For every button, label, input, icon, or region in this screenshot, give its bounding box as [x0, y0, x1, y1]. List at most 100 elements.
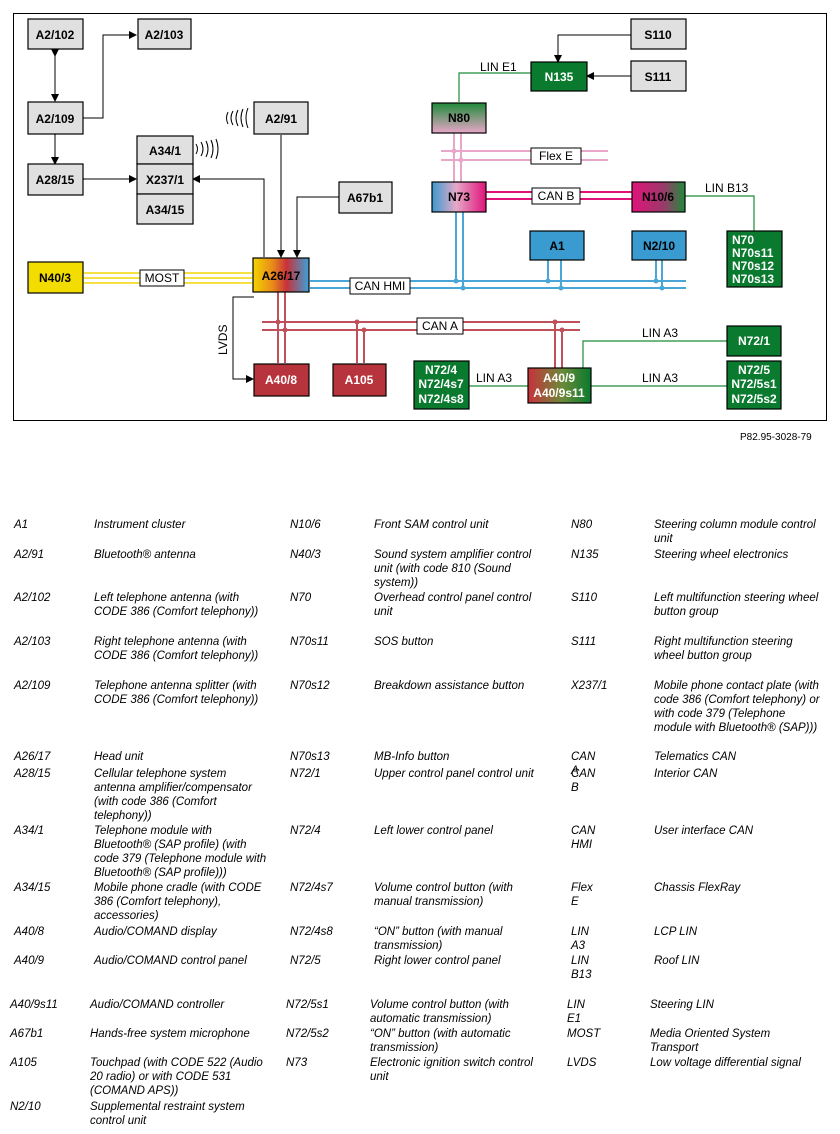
- node-n72-4: [413, 360, 470, 410]
- node-label: A34/15: [146, 203, 185, 217]
- legend-description: “ON” button (with automatic transmission…: [370, 1028, 511, 1054]
- legend-description: Mobile phone contact plate (with code 38…: [654, 680, 820, 734]
- legend-code: N70s11: [290, 636, 329, 648]
- legend-description: Sound system amplifier control unit (wit…: [374, 549, 532, 589]
- legend-description: Interior CAN: [654, 768, 718, 780]
- node-label: N72/5: [738, 363, 770, 377]
- node-label: N72/4s7: [418, 377, 464, 391]
- bus-label-can-hmi: CAN HMI: [355, 279, 406, 293]
- node-label: A40/9s11: [533, 386, 585, 400]
- legend-code: CAN B: [571, 768, 596, 794]
- legend-code: A26/17: [14, 751, 51, 763]
- legend-code: N10/6: [290, 519, 321, 531]
- legend-code: N73: [286, 1057, 308, 1069]
- legend-code: MOST: [567, 1028, 601, 1040]
- legend-description: Head unit: [94, 751, 144, 763]
- node-label: A34/1: [149, 144, 181, 158]
- network-diagram: A2/102 A2/103 A2/109 A2/91 A34/1 X237/1 …: [13, 13, 827, 421]
- node-label: A1: [549, 239, 565, 253]
- node-label: N80: [448, 111, 470, 125]
- legend-description: User interface CAN: [654, 825, 754, 837]
- node-label: A40/9: [543, 371, 575, 385]
- legend-description: Left multifunction steering wheel button…: [654, 592, 819, 618]
- legend-code: LIN A3: [571, 926, 589, 952]
- legend-description: Volume control button (with manual trans…: [374, 882, 513, 908]
- legend-description: MB-Info button: [374, 751, 450, 763]
- bus-lin-a3-top: [582, 340, 727, 368]
- node-s110: [630, 18, 687, 50]
- legend-code: A2/103: [14, 636, 51, 648]
- node-label: N2/10: [643, 239, 675, 253]
- legend-code: N72/5s2: [286, 1028, 329, 1040]
- legend-description: LCP LIN: [654, 926, 698, 938]
- legend-description: Breakdown assistance button: [374, 680, 525, 692]
- legend-code: A1: [14, 519, 29, 531]
- bus-lin-b13: [685, 195, 755, 231]
- node-n2-10: [631, 230, 687, 261]
- legend-description: Right telephone antenna (with CODE 386 (…: [94, 636, 259, 662]
- bus-label-most: MOST: [145, 271, 180, 285]
- node-label: N72/4: [425, 363, 457, 377]
- legend-description: Upper control panel control unit: [374, 768, 534, 780]
- node-label: N73: [448, 190, 470, 204]
- bus-label-can-a: CAN A: [422, 319, 458, 333]
- node-a105: [332, 363, 387, 397]
- node-label: N70: [732, 233, 754, 247]
- node-label: A26/17: [262, 269, 301, 283]
- node-a40-8: [253, 363, 310, 397]
- legend-code: S110: [571, 592, 598, 604]
- node-label: N72/4s8: [418, 392, 464, 406]
- node-n72-5: [726, 360, 782, 410]
- bus-label-lin-a3: LIN A3: [642, 371, 678, 385]
- node-label: S110: [644, 28, 672, 42]
- legend-description: Front SAM control unit: [374, 519, 489, 531]
- legend-description: Supplemental restraint system control un…: [90, 1101, 245, 1127]
- node-n10-6: [631, 181, 686, 213]
- node-label: A40/8: [265, 373, 297, 387]
- legend-code: N72/4s7: [290, 882, 333, 894]
- node-n40-3: [27, 261, 84, 294]
- node-label: A105: [345, 373, 374, 387]
- node-label: N10/6: [642, 190, 674, 204]
- legend-description: Audio/COMAND controller: [90, 999, 225, 1011]
- legend-code: A2/91: [14, 549, 45, 561]
- node-label: S111: [645, 70, 672, 84]
- bus-label-lin-e1: LIN E1: [480, 60, 517, 74]
- legend-code: N72/4s8: [290, 926, 333, 938]
- legend-description: Instrument cluster: [94, 519, 186, 531]
- node-label: A28/15: [36, 173, 75, 187]
- node-label: N72/5s1: [731, 377, 777, 391]
- node-x237-1: [136, 163, 194, 195]
- node-label: N135: [545, 70, 574, 84]
- legend-code: A2/109: [14, 680, 51, 692]
- node-n80: [431, 102, 487, 134]
- legend-code: N72/1: [290, 768, 321, 780]
- legend-description: Bluetooth® antenna: [94, 549, 196, 561]
- bus-lin-e1: [458, 72, 531, 102]
- node-a28-15: [27, 163, 84, 196]
- legend-description: Steering LIN: [650, 999, 714, 1011]
- legend-code: N72/5s1: [286, 999, 329, 1011]
- node-a2-109: [27, 101, 84, 135]
- legend-description: Steering wheel electronics: [654, 549, 789, 561]
- node-label: N70s12: [732, 259, 774, 273]
- legend-description: Cellular telephone system antenna amplif…: [94, 768, 252, 822]
- legend-description: Left lower control panel: [374, 825, 493, 837]
- legend-code: LIN B13: [571, 955, 592, 981]
- node-a2-91: [253, 101, 309, 135]
- node-n72-1: [726, 325, 782, 357]
- bus-label-lin-a3: LIN A3: [476, 371, 512, 385]
- legend-description: Mobile phone cradle (with CODE 386 (Comf…: [94, 882, 262, 922]
- legend-description: Electronic ignition switch control unit: [370, 1057, 533, 1083]
- legend-code: X237/1: [571, 680, 608, 692]
- legend-code: S111: [571, 636, 597, 648]
- bus-label-lin-b13: LIN B13: [705, 181, 749, 195]
- legend-code: A105: [10, 1057, 37, 1069]
- legend-description: Right lower control panel: [374, 955, 501, 967]
- legend-code: N2/10: [10, 1101, 41, 1113]
- node-label: N72/1: [738, 334, 770, 348]
- legend-description: Right multifunction steering wheel butto…: [654, 636, 793, 662]
- legend-description: Media Oriented System Transport: [650, 1028, 771, 1054]
- legend-description: Overhead control panel control unit: [374, 592, 532, 618]
- node-label: A67b1: [347, 191, 383, 205]
